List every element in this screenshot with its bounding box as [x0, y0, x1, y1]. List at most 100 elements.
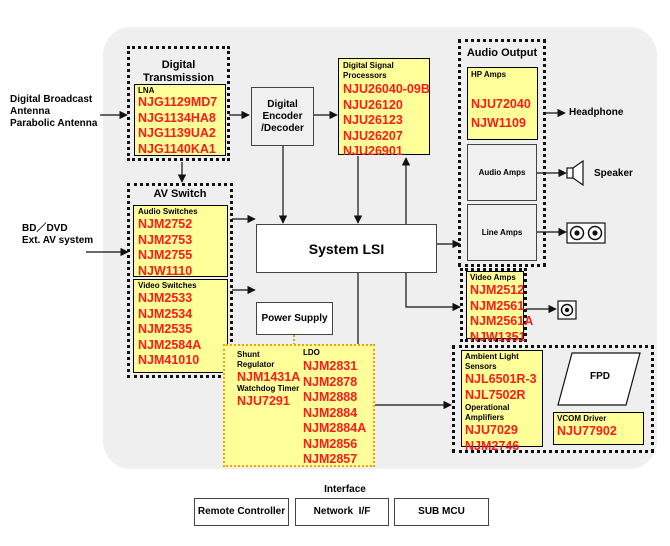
- ambient-sensor-part: NJL7502R: [465, 387, 526, 402]
- rca-jacks-icon: [566, 222, 606, 244]
- ambient-sensor-part: NJL6501R-3: [465, 372, 537, 386]
- system-lsi-label: System LSI: [308, 240, 385, 257]
- dsp-part: NJU26901: [343, 144, 403, 158]
- ldo-part: NJM2857: [303, 452, 358, 466]
- lna-part: NJG1139UA2: [138, 126, 216, 140]
- network-if-box: Network I/F: [295, 498, 389, 526]
- hp-amp-part: NJW1109: [471, 116, 526, 130]
- audio-amps-box: Audio Amps: [467, 144, 537, 201]
- power-supply-group: [223, 344, 375, 467]
- ambient-opamp-box: Ambient Light Sensors NJL6501R-3 NJL7502…: [461, 350, 543, 453]
- digital-encoder-decoder-box: Digital Encoder /Decoder: [251, 87, 314, 146]
- sub-mcu-box: SUB MCU: [394, 498, 489, 526]
- video-switches-title: Video Switches: [138, 281, 197, 290]
- ldo-block: LDO NJM2831 NJM2878 NJM2888 NJM2884 NJM2…: [303, 348, 366, 468]
- ldo-part: NJM2884A: [303, 421, 367, 435]
- broadcast-input-label: Digital Broadcast Antenna Parabolic Ante…: [10, 94, 120, 130]
- dsp-part: NJU26120: [343, 97, 403, 112]
- video-switch-part: NJM2584A: [138, 337, 202, 352]
- dsp-part: NJU26040-09B: [343, 82, 430, 96]
- line-amps-label: Line Amps: [481, 227, 523, 237]
- ldo-title: LDO: [303, 348, 320, 357]
- audio-switch-part: NJM2755: [138, 248, 193, 262]
- broadcast-input-line: Digital Broadcast: [10, 94, 93, 105]
- video-switch-part: NJM41010: [138, 353, 200, 367]
- hp-amp-part: NJU72040: [471, 97, 531, 111]
- interface-title: Interface: [324, 484, 366, 495]
- encoder-line1: Digital: [267, 98, 298, 110]
- lna-part: NJG1140KA1: [138, 141, 216, 156]
- vcom-driver-title: VCOM Driver: [557, 414, 607, 423]
- vcom-driver-box: VCOM Driver NJU77902: [553, 412, 644, 445]
- lna-part: NJG1134HA8: [138, 110, 216, 125]
- ambient-title-line1: Ambient Light: [465, 352, 519, 361]
- audio-amps-label: Audio Amps: [478, 167, 526, 177]
- video-amps-group: [460, 268, 527, 342]
- video-amp-part: NJM2561A: [470, 314, 534, 328]
- opamp-title-line2: Amplifiers: [465, 413, 505, 422]
- speaker-label: Speaker: [594, 168, 633, 179]
- watchdog-timer-label: Watchdog Timer: [237, 383, 300, 393]
- audio-output-title: Audio Output: [466, 47, 538, 59]
- shunt-label-line2: Regulator: [237, 360, 275, 369]
- network-if-label: Network I/F: [313, 506, 371, 517]
- antenna-input-line: Antenna: [10, 106, 50, 117]
- hp-amps-title: HP Amps: [471, 70, 507, 79]
- speaker-icon: [566, 160, 584, 186]
- lna-part: NJG1129MD7: [138, 95, 218, 109]
- opamp-part: NJU7029: [465, 423, 518, 437]
- encoder-line3: /Decoder: [261, 122, 304, 134]
- video-switch-part: NJM2533: [138, 291, 193, 305]
- headphone-label: Headphone: [569, 107, 624, 118]
- bd-input-label: BD／DVD Ext. AV system: [22, 223, 122, 247]
- shunt-regulator-block: Shunt Regulator NJM1431A Watchdog Timer …: [237, 350, 300, 409]
- fpd-label: FPD: [590, 371, 610, 382]
- audio-switch-part: NJM2753: [138, 232, 193, 247]
- system-lsi-box: System LSI: [256, 224, 437, 273]
- watchdog-timer-part: NJU7291: [237, 393, 290, 408]
- lna-box: LNA NJG1129MD7 NJG1134HA8 NJG1139UA2 NJG…: [134, 84, 226, 156]
- video-amps-title: Video Amps: [470, 273, 516, 282]
- ambient-title-line2: Sensors: [465, 362, 497, 371]
- sub-mcu-label: SUB MCU: [418, 506, 465, 517]
- hp-amps-box: HP Amps NJU72040 NJW1109: [467, 67, 538, 140]
- digital-transmission-group: Digital Transmission: [127, 46, 230, 161]
- audio-output-group: Audio Output: [458, 39, 546, 267]
- video-amps-box: Video Amps NJM2512 NJM2561 NJM2561A NJW1…: [466, 271, 534, 344]
- audio-switch-part: NJM2752: [138, 217, 193, 231]
- video-switches-box: Video Switches NJM2533 NJM2534 NJM2535 N…: [133, 279, 228, 373]
- display-group: [452, 345, 654, 453]
- video-amp-part: NJW1351: [470, 329, 526, 344]
- lna-title: LNA: [138, 86, 155, 95]
- av-switch-group: AV Switch: [127, 183, 233, 378]
- parabolic-antenna-input-line: Parabolic Antenna: [10, 118, 98, 129]
- audio-switch-part: NJW1110: [138, 263, 193, 278]
- digital-transmission-title-line2: Transmission: [143, 72, 214, 84]
- video-amp-part: NJM2512: [470, 283, 525, 297]
- shunt-label-line1: Shunt: [237, 350, 260, 359]
- line-amps-box: Line Amps: [467, 204, 537, 261]
- audio-switches-title: Audio Switches: [138, 207, 198, 216]
- opamp-title-line1: Operational: [465, 403, 510, 412]
- power-supply-label: Power Supply: [261, 312, 328, 324]
- ldo-part: NJM2856: [303, 436, 358, 451]
- video-jack-icon: [557, 300, 577, 320]
- video-amp-part: NJM2561: [470, 298, 525, 313]
- ldo-part: NJM2878: [303, 374, 358, 389]
- audio-switches-box: Audio Switches NJM2752 NJM2753 NJM2755 N…: [133, 205, 228, 278]
- dsp-part: NJU26207: [343, 128, 403, 143]
- power-supply-box: Power Supply: [256, 302, 333, 335]
- remote-controller-label: Remote Controller: [197, 506, 286, 517]
- dsp-part: NJU26123: [343, 113, 403, 127]
- ext-av-system-line: Ext. AV system: [22, 235, 94, 246]
- digital-transmission-title-line1: Digital: [161, 59, 196, 71]
- bd-dvd-line: BD／DVD: [22, 223, 68, 234]
- fpd-panel-icon: [557, 352, 641, 406]
- shunt-regulator-part: NJM1431A: [237, 370, 301, 384]
- ldo-part: NJM2831: [303, 359, 358, 373]
- ldo-part: NJM2884: [303, 405, 358, 420]
- ldo-part: NJM2888: [303, 390, 358, 404]
- dsp-box: Digital Signal Processors NJU26040-09B N…: [338, 58, 430, 158]
- av-switch-title: AV Switch: [153, 188, 207, 200]
